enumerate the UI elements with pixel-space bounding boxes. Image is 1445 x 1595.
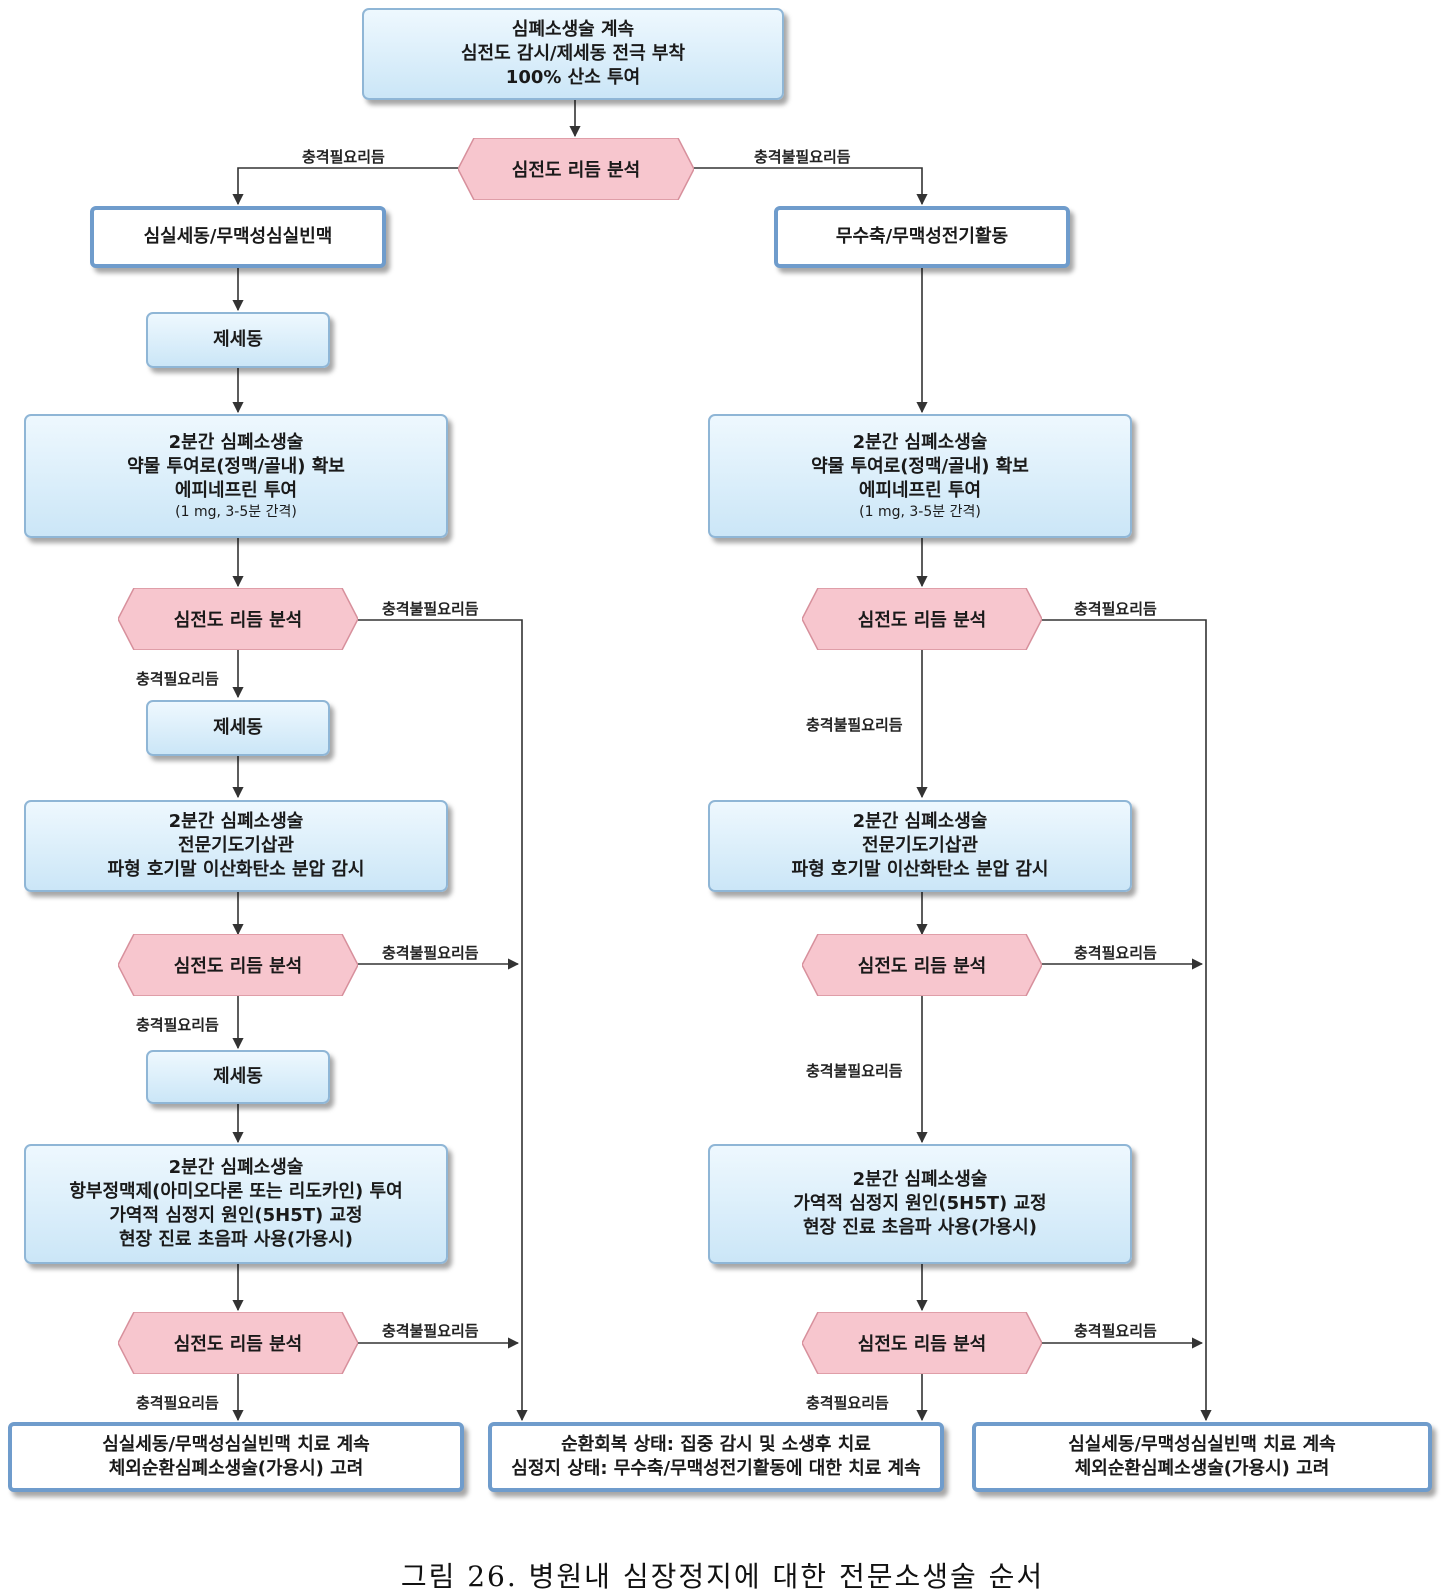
left-defib-label-3: 제세동 bbox=[213, 1066, 263, 1087]
left-defib-box-2: 제세동 bbox=[146, 700, 330, 756]
left-cpr2-line-1: 2분간 심폐소생술 bbox=[168, 811, 304, 832]
figure-caption: 그림 26. 병원내 심장정지에 대한 전문소생술 순서 bbox=[400, 1560, 1045, 1593]
right-label-nonshockable-1: 충격불필요리듬 bbox=[806, 716, 903, 734]
left-analysis-decision-3: 심전도 리듬 분석 bbox=[118, 1312, 358, 1374]
right-end-line-1: 심실세동/무맥성심실빈맥 치료 계속 bbox=[1068, 1434, 1336, 1455]
label-shockable-top: 충격필요리듬 bbox=[302, 148, 385, 166]
left-cpr-box-3: 2분간 심폐소생술 항부정맥제(아미오다론 또는 리도카인) 투여 가역적 심정… bbox=[24, 1144, 448, 1264]
left-defib-box-3: 제세동 bbox=[146, 1050, 330, 1104]
right-label-nonshockable-2: 충격불필요리듬 bbox=[806, 1062, 903, 1080]
left-cpr-box-1: 2분간 심폐소생술 약물 투여로(정맥/골내) 확보 에피네프린 투여 (1 m… bbox=[24, 414, 448, 538]
right-cpr1-line-1: 2분간 심폐소생술 bbox=[852, 432, 988, 453]
left-end-box: 심실세동/무맥성심실빈맥 치료 계속 체외순환심폐소생술(가용시) 고려 bbox=[8, 1422, 464, 1492]
analysis-decision-top: 심전도 리듬 분석 bbox=[458, 138, 694, 200]
left-cpr1-line-3: 에피네프린 투여 bbox=[174, 480, 298, 501]
left-label-shockable-2: 충격필요리듬 bbox=[136, 1016, 219, 1034]
left-rhythm-label: 심실세동/무맥성심실빈맥 bbox=[143, 226, 333, 247]
right-cpr1-line-3: 에피네프린 투여 bbox=[858, 480, 982, 501]
left-end-line-2: 체외순환심폐소생술(가용시) 고려 bbox=[108, 1458, 364, 1479]
center-end-line-2: 심정지 상태: 무수축/무맥성전기활동에 대한 치료 계속 bbox=[511, 1458, 921, 1479]
left-label-shockable-1: 충격필요리듬 bbox=[136, 670, 219, 688]
right-rhythm-box: 무수축/무맥성전기활동 bbox=[774, 206, 1070, 268]
right-rhythm-label: 무수축/무맥성전기활동 bbox=[835, 226, 1009, 247]
label-nonshockable-top: 충격불필요리듬 bbox=[754, 148, 851, 166]
right-analysis-decision-3: 심전도 리듬 분석 bbox=[802, 1312, 1042, 1374]
left-label-nonshockable-1: 충격불필요리듬 bbox=[382, 600, 479, 618]
right-cpr-box-1: 2분간 심폐소생술 약물 투여로(정맥/골내) 확보 에피네프린 투여 (1 m… bbox=[708, 414, 1132, 538]
right-cpr-box-2: 2분간 심폐소생술 전문기도기삽관 파형 호기말 이산화탄소 분압 감시 bbox=[708, 800, 1132, 892]
right-cpr3-line-2: 가역적 심정지 원인(5H5T) 교정 bbox=[793, 1193, 1047, 1214]
right-end-box: 심실세동/무맥성심실빈맥 치료 계속 체외순환심폐소생술(가용시) 고려 bbox=[972, 1422, 1432, 1492]
right-cpr3-line-1: 2분간 심폐소생술 bbox=[852, 1169, 988, 1190]
left-defib-label-2: 제세동 bbox=[213, 717, 263, 738]
left-analysis-decision-2: 심전도 리듬 분석 bbox=[118, 934, 358, 996]
right-cpr1-note: (1 mg, 3-5분 간격) bbox=[859, 504, 981, 520]
right-end-line-2: 체외순환심폐소생술(가용시) 고려 bbox=[1074, 1458, 1330, 1479]
left-end-line-1: 심실세동/무맥성심실빈맥 치료 계속 bbox=[102, 1434, 370, 1455]
start-box: 심폐소생술 계속 심전도 감시/제세동 전극 부착 100% 산소 투여 bbox=[362, 8, 784, 100]
right-cpr2-line-1: 2분간 심폐소생술 bbox=[852, 811, 988, 832]
center-end-box: 순환회복 상태: 집중 감시 및 소생후 치료 심정지 상태: 무수축/무맥성전… bbox=[488, 1422, 944, 1492]
left-rhythm-box: 심실세동/무맥성심실빈맥 bbox=[90, 206, 386, 268]
left-analysis-label-2: 심전도 리듬 분석 bbox=[173, 956, 303, 977]
right-analysis-label-2: 심전도 리듬 분석 bbox=[857, 956, 987, 977]
left-defib-label-1: 제세동 bbox=[213, 329, 263, 350]
start-line-2: 심전도 감시/제세동 전극 부착 bbox=[460, 43, 686, 64]
right-label-shockable-1: 충격필요리듬 bbox=[1074, 600, 1157, 618]
center-end-line-1: 순환회복 상태: 집중 감시 및 소생후 치료 bbox=[561, 1434, 871, 1455]
analysis-label-top: 심전도 리듬 분석 bbox=[511, 160, 641, 181]
right-label-shockable-3: 충격필요리듬 bbox=[1074, 1322, 1157, 1340]
right-analysis-label-1: 심전도 리듬 분석 bbox=[857, 610, 987, 631]
right-cpr2-line-2: 전문기도기삽관 bbox=[862, 835, 978, 856]
left-cpr3-line-3: 가역적 심정지 원인(5H5T) 교정 bbox=[109, 1205, 363, 1226]
start-line-1: 심폐소생술 계속 bbox=[511, 19, 635, 40]
right-analysis-decision-1: 심전도 리듬 분석 bbox=[802, 588, 1042, 650]
left-cpr2-line-3: 파형 호기말 이산화탄소 분압 감시 bbox=[107, 859, 365, 880]
right-cpr2-line-3: 파형 호기말 이산화탄소 분압 감시 bbox=[791, 859, 1049, 880]
right-cpr1-line-2: 약물 투여로(정맥/골내) 확보 bbox=[811, 456, 1029, 477]
left-cpr1-note: (1 mg, 3-5분 간격) bbox=[175, 504, 297, 520]
left-cpr3-line-2: 항부정맥제(아미오다론 또는 리도카인) 투여 bbox=[69, 1181, 403, 1202]
left-cpr3-line-1: 2분간 심폐소생술 bbox=[168, 1157, 304, 1178]
left-analysis-label-3: 심전도 리듬 분석 bbox=[173, 1334, 303, 1355]
left-defib-box-1: 제세동 bbox=[146, 312, 330, 368]
left-label-shockable-3: 충격필요리듬 bbox=[136, 1394, 219, 1412]
left-analysis-label-1: 심전도 리듬 분석 bbox=[173, 610, 303, 631]
left-label-nonshockable-2: 충격불필요리듬 bbox=[382, 944, 479, 962]
left-cpr3-line-4: 현장 진료 초음파 사용(가용시) bbox=[119, 1229, 353, 1250]
start-line-3: 100% 산소 투여 bbox=[505, 67, 641, 88]
right-cpr3-line-3: 현장 진료 초음파 사용(가용시) bbox=[803, 1217, 1037, 1238]
right-analysis-decision-2: 심전도 리듬 분석 bbox=[802, 934, 1042, 996]
left-analysis-decision-1: 심전도 리듬 분석 bbox=[118, 588, 358, 650]
left-cpr2-line-2: 전문기도기삽관 bbox=[178, 835, 294, 856]
left-cpr1-line-1: 2분간 심폐소생술 bbox=[168, 432, 304, 453]
left-cpr-box-2: 2분간 심폐소생술 전문기도기삽관 파형 호기말 이산화탄소 분압 감시 bbox=[24, 800, 448, 892]
left-label-nonshockable-3: 충격불필요리듬 bbox=[382, 1322, 479, 1340]
right-label-shockable-2: 충격필요리듬 bbox=[1074, 944, 1157, 962]
right-cpr-box-3: 2분간 심폐소생술 가역적 심정지 원인(5H5T) 교정 현장 진료 초음파 … bbox=[708, 1144, 1132, 1264]
right-analysis-label-3: 심전도 리듬 분석 bbox=[857, 1334, 987, 1355]
left-cpr1-line-2: 약물 투여로(정맥/골내) 확보 bbox=[127, 456, 345, 477]
right-label-shockable-4: 충격필요리듬 bbox=[806, 1394, 889, 1412]
